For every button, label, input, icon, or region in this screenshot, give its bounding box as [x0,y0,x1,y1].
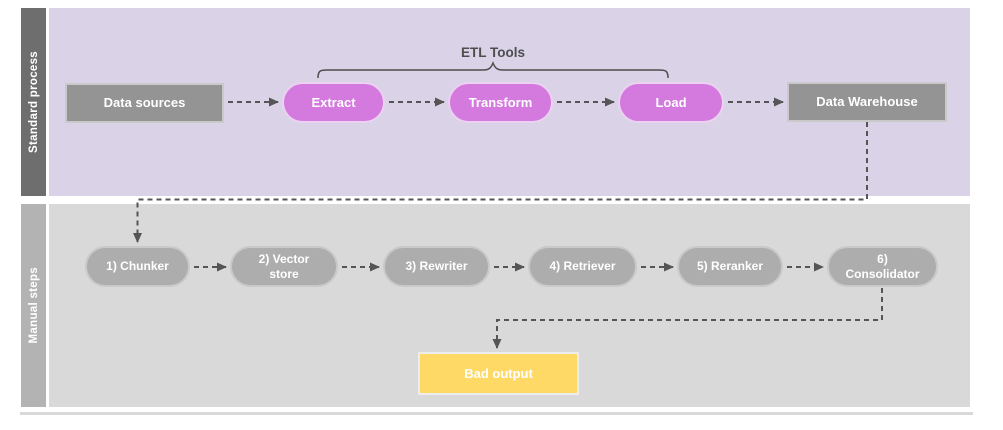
node-vector-store: 2) Vector store [230,246,338,287]
node-rewriter: 3) Rewriter [383,246,490,287]
lane-label-standard-process: Standard process [21,8,46,196]
node-retriever: 4) Retriever [528,246,637,287]
node-bad-output: Bad output [418,352,579,395]
node-extract: Extract [282,82,385,123]
node-chunker: 1) Chunker [85,246,190,287]
node-data-sources: Data sources [65,83,224,123]
lane-label-manual-steps: Manual steps [21,204,46,407]
node-transform: Transform [448,82,553,123]
node-consolidator: 6) Consolidator [827,246,938,287]
node-data-warehouse: Data Warehouse [787,82,947,122]
bottom-divider-line [20,412,973,415]
node-load: Load [618,82,724,123]
lane-label-standard-text: Standard process [27,51,40,153]
etl-tools-label: ETL Tools [461,45,525,60]
node-reranker: 5) Reranker [677,246,783,287]
lane-label-manual-text: Manual steps [27,267,40,344]
